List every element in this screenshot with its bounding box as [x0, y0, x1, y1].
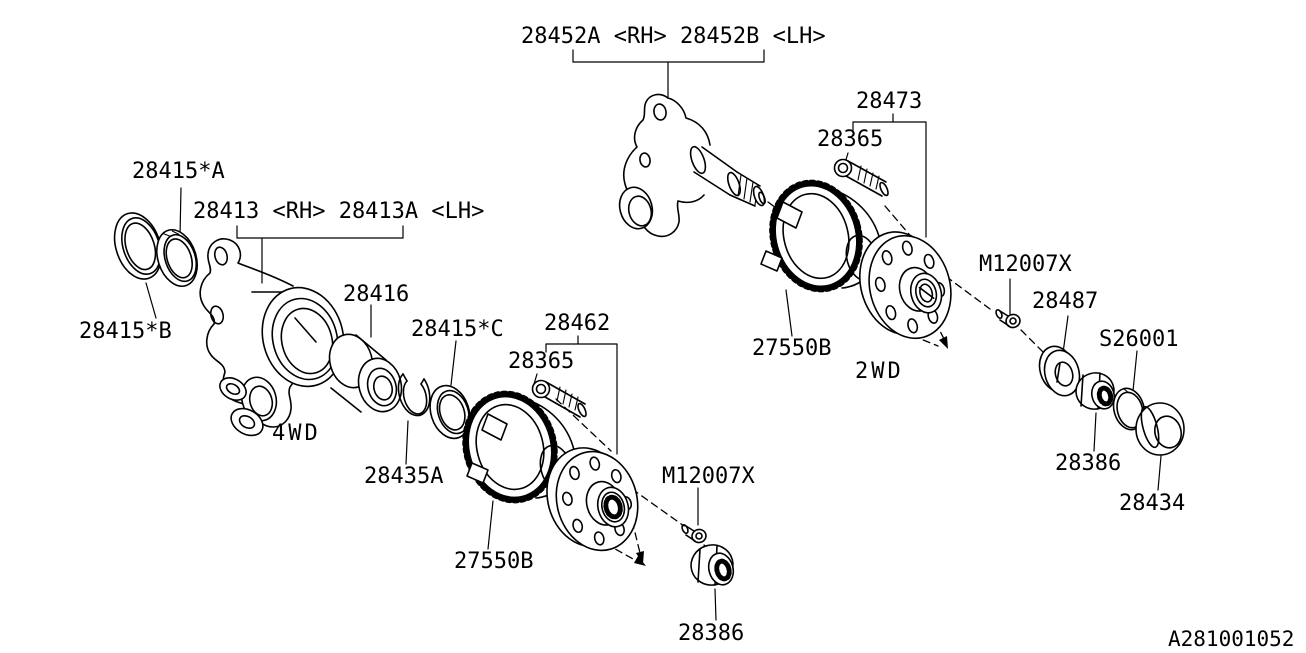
tone-ring-2wd-drawing	[760, 179, 882, 293]
knuckle-4wd-drawing	[199, 238, 345, 437]
label-tone-ring-27550B-4wd: 27550B	[454, 549, 534, 574]
direction-arrow	[634, 556, 646, 566]
snap-ring-28435A-drawing	[397, 373, 431, 417]
label-hub-28473: 28473	[856, 89, 923, 114]
label-nut-28386-4wd: 28386	[678, 621, 745, 646]
hub-28462-drawing	[546, 447, 639, 552]
label-bearing-28416: 28416	[343, 282, 410, 307]
label-seal-28415C: 28415*C	[411, 317, 504, 342]
bolt-M12007X-2wd-drawing	[995, 308, 1021, 329]
diagram-code: A281001052	[1168, 627, 1295, 651]
label-2wd-variant: 2WD	[855, 359, 904, 384]
bolt-M12007X-4wd-drawing	[681, 523, 707, 544]
label-seal-28415B: 28415*B	[79, 319, 172, 344]
label-bolt-28365-2wd: 28365	[817, 127, 884, 152]
label-knuckle-pair-4wd: 28413 <RH> 28413A <LH>	[193, 199, 485, 224]
direction-arrow	[636, 551, 644, 564]
tone-ring-4wd-drawing	[462, 390, 576, 504]
cap-28434-drawing	[1135, 402, 1185, 456]
label-cap-28434: 28434	[1119, 491, 1186, 516]
bolt-28365-2wd-drawing	[833, 158, 889, 197]
label-bolt-28365-4wd: 28365	[508, 349, 575, 374]
nut-28386-4wd-drawing	[690, 544, 735, 586]
bolt-28365-4wd-drawing	[531, 379, 587, 418]
hub-28473-drawing	[859, 231, 952, 340]
label-nut-28386-2wd: 28386	[1055, 451, 1122, 476]
direction-arrow	[939, 336, 948, 349]
label-washer-28487: 28487	[1032, 289, 1099, 314]
seal-28415C-drawing	[429, 384, 471, 440]
nut-28386-2wd-drawing	[1075, 372, 1116, 410]
label-bolt-M12007X-4wd: M12007X	[662, 464, 755, 489]
label-oring-S26001: S26001	[1099, 327, 1179, 352]
oring-S26001-drawing	[1112, 387, 1146, 431]
seal-28415B-drawing	[113, 212, 163, 280]
washer-28487-drawing	[1038, 345, 1081, 397]
label-snap-ring-28435A: 28435A	[364, 464, 444, 489]
label-4wd-variant: 4WD	[272, 421, 321, 446]
label-bolt-M12007X-2wd: M12007X	[979, 252, 1072, 277]
bearing-28416-drawing	[328, 333, 403, 413]
label-brackets	[145, 49, 1162, 621]
label-hub-28462: 28462	[544, 311, 611, 336]
knuckle-2wd-drawing	[618, 93, 766, 238]
label-knuckle-pair-2wd: 28452A <RH> 28452B <LH>	[521, 24, 826, 49]
label-seal-28415A: 28415*A	[132, 159, 225, 184]
seal-28415A-drawing	[156, 229, 198, 287]
label-tone-ring-27550B-2wd: 27550B	[752, 336, 832, 361]
